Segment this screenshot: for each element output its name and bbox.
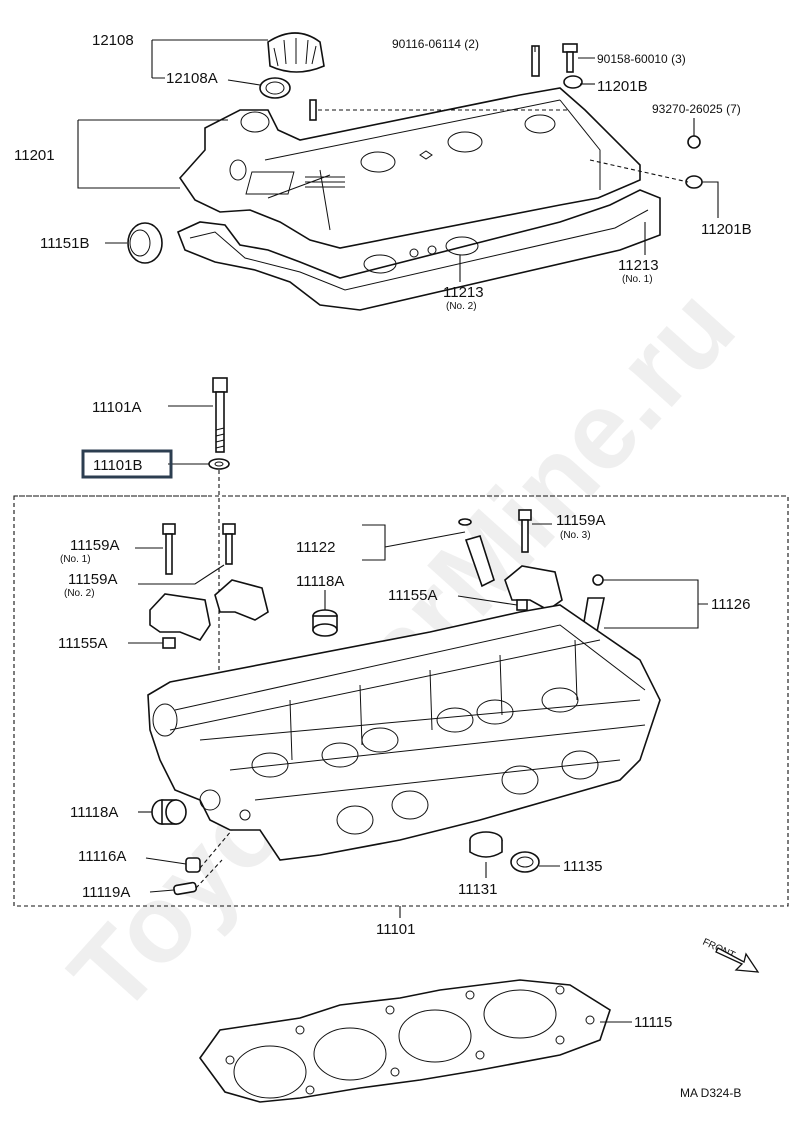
label-11135: 11135 [563, 858, 603, 875]
cap-bolt-no3[interactable] [518, 509, 532, 553]
label-11201: 11201 [14, 147, 55, 164]
plug-seal[interactable] [363, 254, 397, 274]
label-11155A-left: 11155A [58, 635, 108, 652]
camshaft-bearing-cap[interactable] [214, 579, 269, 621]
oil-seal[interactable] [127, 222, 163, 264]
knock-pin[interactable] [516, 599, 528, 611]
tight-plug-top[interactable] [312, 609, 338, 637]
oil-seal-11135[interactable] [510, 851, 540, 873]
label-11119A: 11119A [82, 884, 130, 901]
label-11159A-no1-sub: (No. 1) [60, 554, 91, 565]
label-12108A: 12108A [166, 70, 218, 87]
label-11118A-left: 11118A [70, 804, 118, 821]
cap-bolt-no1[interactable] [162, 523, 176, 575]
grommet-top[interactable] [563, 75, 583, 89]
label-11201B-right: 11201B [701, 221, 752, 238]
label-11159A-no3: 11159A [556, 512, 606, 529]
head-bolt-washer[interactable] [208, 458, 230, 470]
plug-seal[interactable] [445, 236, 479, 256]
camshaft-bearing-cap[interactable] [149, 593, 211, 641]
bolt-90158[interactable] [562, 43, 578, 73]
label-11213-no2: 11213 [443, 284, 484, 301]
label-11155A-mid: 11155A [388, 587, 438, 604]
label-11122: 11122 [296, 539, 336, 556]
label-11118A-top: 11118A [296, 573, 344, 590]
valve-guide-bushing[interactable] [458, 518, 495, 588]
washer-93270[interactable] [687, 135, 701, 149]
camshaft-bearing-cap[interactable] [504, 565, 563, 611]
cap-gasket[interactable] [259, 77, 291, 99]
cylinder-head[interactable] [147, 604, 661, 861]
label-11213-no1: 11213 [618, 257, 659, 274]
selected-part-highlight [81, 449, 173, 479]
grommet-right[interactable] [685, 175, 703, 189]
label-11131: 11131 [458, 881, 498, 898]
cylinder-head-gasket[interactable] [199, 979, 611, 1103]
label-90158-60010: 90158-60010 (3) [597, 52, 686, 66]
label-11126: 11126 [711, 596, 751, 613]
label-11213-no2-sub: (No. 2) [446, 301, 477, 312]
oil-filler-cap[interactable] [267, 32, 325, 73]
straight-pin-11119A[interactable] [173, 881, 198, 896]
valve-cover[interactable] [178, 87, 641, 249]
cylinder-head-assembly-border [13, 495, 789, 907]
front-arrow-icon [715, 947, 760, 973]
label-11213-no1-sub: (No. 1) [622, 274, 653, 285]
label-11201B-top: 11201B [597, 78, 648, 95]
label-11159A-no1: 11159A [70, 537, 120, 554]
valve-cover-group [77, 32, 719, 311]
valve-cover-gasket[interactable] [176, 189, 661, 311]
label-11101B: 11101B [93, 457, 143, 474]
stud[interactable] [309, 99, 317, 121]
oil-seal-11131[interactable] [469, 831, 503, 858]
tight-plug-left[interactable] [151, 799, 187, 825]
label-11116A: 11116A [78, 848, 126, 865]
label-90116-06114: 90116-06114 (2) [392, 37, 479, 51]
label-11101A: 11101A [92, 399, 142, 416]
straight-pin-11116A[interactable] [185, 857, 201, 873]
cap-bolt-no2[interactable] [222, 523, 236, 565]
cylinder-head-group [13, 377, 789, 918]
label-11115: 11115 [634, 1014, 672, 1031]
label-12108: 12108 [92, 32, 134, 49]
label-11151B: 11151B [40, 235, 90, 252]
label-11159A-no2: 11159A [68, 571, 118, 588]
label-11101: 11101 [376, 921, 416, 938]
knock-pin[interactable] [162, 637, 176, 649]
head-bolt[interactable] [212, 377, 228, 453]
label-11159A-no2-sub: (No. 2) [64, 588, 95, 599]
label-93270-26025: 93270-26025 (7) [652, 102, 741, 116]
label-11159A-no3-sub: (No. 3) [560, 530, 591, 541]
front-direction-indicator: FRONT [701, 937, 760, 973]
diagram-code: MA D324-B [680, 1086, 741, 1100]
